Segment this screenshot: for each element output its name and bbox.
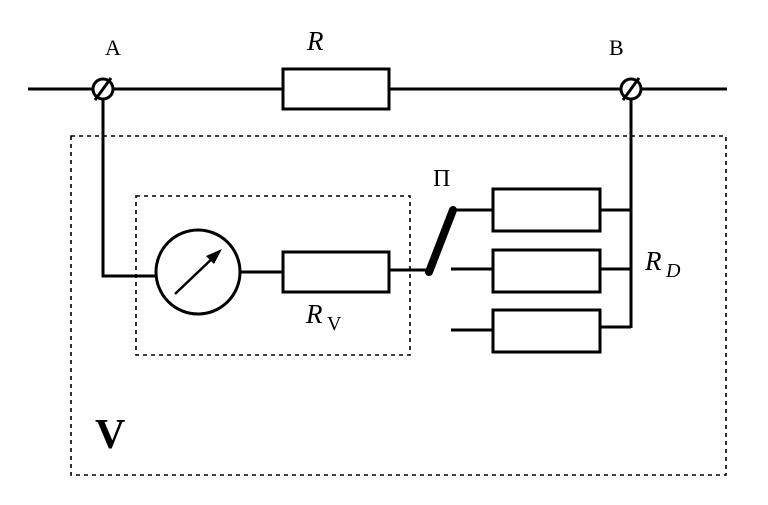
resistor-rd-label: R D (644, 246, 681, 282)
resistor-r (281, 67, 391, 111)
device-label: V (95, 412, 125, 458)
node-b-label: B (609, 35, 624, 60)
resistor-rv-label: R V (305, 299, 342, 335)
resistor-rd-3 (491, 308, 602, 354)
resistor-r-label: R (306, 26, 324, 56)
rd-main-text: R (644, 246, 662, 276)
resistor-rd-2 (491, 248, 602, 294)
voltmeter-boundary (70, 135, 727, 476)
rv-main-text: R (305, 299, 323, 329)
resistor-rd-1 (491, 187, 602, 233)
switch-label: П (433, 166, 450, 192)
terminal-b (619, 77, 643, 101)
galvanometer-icon (154, 228, 242, 316)
rd-sub-text: D (665, 260, 681, 282)
wire-a-to-meter (101, 99, 156, 278)
resistor-rv (281, 250, 391, 294)
switch-lever (425, 206, 457, 276)
terminal-a (91, 77, 115, 101)
rv-sub-text: V (327, 313, 342, 335)
node-a-label: A (105, 35, 121, 60)
